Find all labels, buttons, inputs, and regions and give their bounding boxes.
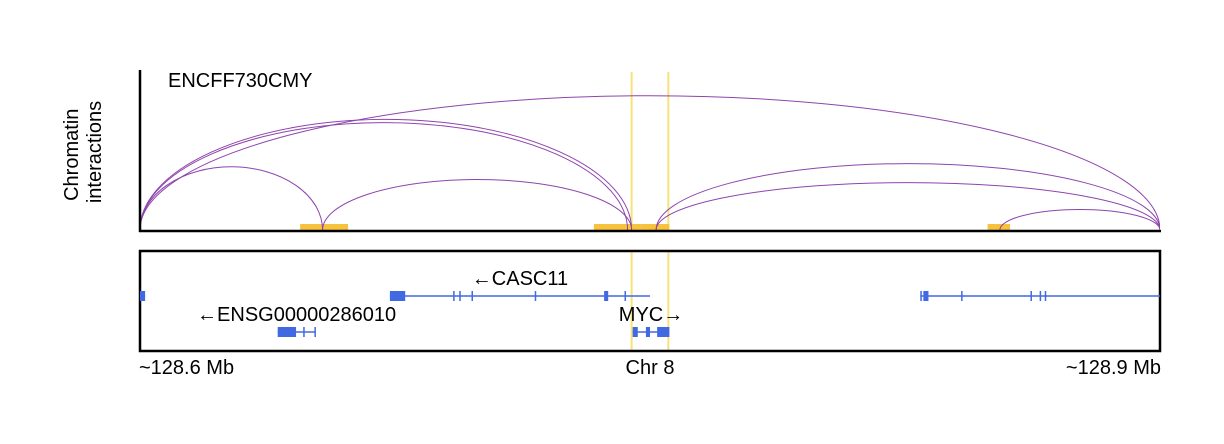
- interaction-arc: [655, 163, 1160, 231]
- gene-label: ←ENSG00000286010: [197, 304, 396, 326]
- gene-exon: [624, 291, 626, 301]
- interaction-anchor: [593, 224, 625, 231]
- arc-layer: [140, 95, 1160, 231]
- gene-exon: [459, 291, 461, 301]
- gene: ←ENSG00000286010: [197, 304, 396, 337]
- gene-exon: [657, 327, 670, 337]
- interaction-arc: [655, 182, 1160, 231]
- gene-exon: [604, 291, 609, 301]
- gene-exon: [471, 291, 473, 301]
- gene: [920, 291, 1160, 301]
- y-axis-label-line-1: Chromatin: [61, 109, 83, 201]
- interaction-arc: [140, 122, 629, 231]
- interaction-arc: [999, 208, 1160, 231]
- interaction-anchor: [987, 224, 1011, 231]
- interaction-anchor: [300, 224, 349, 231]
- interaction-track: ENCFF730CMY Chromatin interactions: [61, 70, 1161, 233]
- gene-exon: [632, 327, 638, 337]
- gene: MYC→: [619, 304, 683, 337]
- gene-exon: [277, 327, 297, 337]
- gene-exon: [303, 327, 305, 337]
- interaction-anchor: [618, 224, 642, 231]
- x-axis-center-label: Chr 8: [626, 357, 675, 379]
- gene-exon: [923, 291, 929, 301]
- gene-track: ←CASC11 ←ENSG00000286010 MYC→: [138, 249, 1162, 353]
- interaction-arc: [140, 118, 633, 231]
- gene-label: MYC→: [619, 304, 683, 326]
- gene: ←CASC11: [389, 268, 650, 301]
- gene-exon: [1030, 291, 1032, 301]
- y-axis-label: Chromatin interactions: [61, 101, 106, 203]
- gene-exon: [1044, 291, 1047, 301]
- x-axis-left-label: ~128.6 Mb: [139, 357, 234, 379]
- anchor-layer: [300, 224, 1011, 231]
- gene-label: ←CASC11: [472, 268, 568, 290]
- interaction-arc: [140, 95, 1160, 231]
- x-axis-right-label: ~128.9 Mb: [1066, 357, 1161, 379]
- interaction-arc: [322, 178, 633, 231]
- gene-exon: [534, 291, 537, 301]
- gene-exon: [1039, 291, 1042, 301]
- gene-exon: [389, 291, 406, 301]
- track-title: ENCFF730CMY: [168, 70, 312, 92]
- gene-exon: [314, 327, 316, 337]
- gene-exon: [453, 291, 455, 301]
- gene-exon: [920, 291, 922, 301]
- gene-exon: [645, 327, 650, 337]
- gene-exon: [140, 291, 146, 301]
- interaction-arc: [140, 166, 324, 231]
- gene: [140, 291, 146, 301]
- gene-exon: [961, 291, 963, 301]
- y-axis-label-line-2: interactions: [84, 101, 106, 203]
- interaction-anchor: [641, 224, 670, 231]
- gene-layer: ←CASC11 ←ENSG00000286010 MYC→: [140, 268, 1160, 337]
